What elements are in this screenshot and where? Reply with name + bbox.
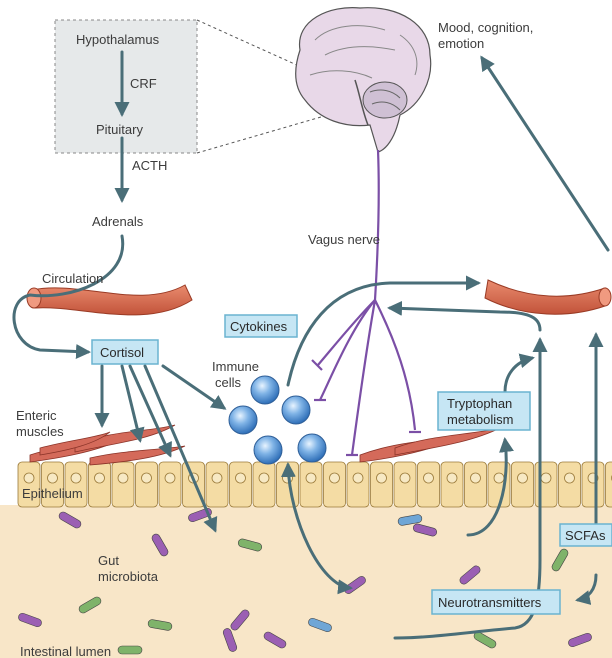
enteric-muscles-label-line1: Enteric <box>16 408 57 423</box>
epithelial-cell <box>253 462 275 507</box>
epithelial-cell <box>512 462 534 507</box>
acth-label: ACTH <box>132 158 167 173</box>
cell-nucleus <box>142 473 152 483</box>
cell-nucleus <box>118 473 128 483</box>
tryptophan-label-line2: metabolism <box>447 412 513 427</box>
cell-nucleus <box>518 473 528 483</box>
scfas-label: SCFAs <box>565 528 606 543</box>
cell-nucleus <box>400 473 410 483</box>
epithelial-cell <box>559 462 581 507</box>
epithelial-cell <box>347 462 369 507</box>
cell-nucleus <box>471 473 481 483</box>
blood-vessel-right <box>485 280 611 314</box>
epithelial-cell <box>535 462 557 507</box>
epithelium-label: Epithelium <box>22 486 83 501</box>
cell-nucleus <box>377 473 387 483</box>
vagus-nerve-label: Vagus nerve <box>308 232 380 247</box>
intestinal-lumen-region <box>0 505 612 658</box>
cell-nucleus <box>212 473 222 483</box>
cell-nucleus <box>165 473 175 483</box>
epithelial-cell <box>371 462 393 507</box>
epithelium-layer <box>18 462 612 507</box>
epithelial-cell <box>418 462 440 507</box>
gut-microbiota-label-line2: microbiota <box>98 569 159 584</box>
tryptophan-label-line1: Tryptophan <box>447 396 512 411</box>
cell-nucleus <box>306 473 316 483</box>
epithelial-cell <box>441 462 463 507</box>
arrow-cortisol-to-muscle-2 <box>122 366 140 440</box>
cell-nucleus <box>236 473 246 483</box>
epithelial-cell <box>465 462 487 507</box>
cytokines-label: Cytokines <box>230 319 288 334</box>
microbe <box>118 646 142 654</box>
circulation-label: Circulation <box>42 271 103 286</box>
cell-nucleus <box>424 473 434 483</box>
epithelial-cell <box>230 462 252 507</box>
epithelial-cell <box>606 462 612 507</box>
arrow-neurotransmitters-to-vagus <box>390 308 540 330</box>
epithelial-cell <box>394 462 416 507</box>
epithelial-cell <box>89 462 111 507</box>
cell-nucleus <box>95 473 105 483</box>
cell-nucleus <box>259 473 269 483</box>
cell-nucleus <box>494 473 504 483</box>
mood-label-line1: Mood, cognition, <box>438 20 533 35</box>
adrenals-label: Adrenals <box>92 214 144 229</box>
crf-label: CRF <box>130 76 157 91</box>
cortisol-label: Cortisol <box>100 345 144 360</box>
immune-cells-label-line1: Immune <box>212 359 259 374</box>
intestinal-lumen-label: Intestinal lumen <box>20 644 111 658</box>
cell-nucleus <box>71 473 81 483</box>
neurotransmitters-label: Neurotransmitters <box>438 595 542 610</box>
enteric-muscles-label-line2: muscles <box>16 424 64 439</box>
epithelial-cell <box>159 462 181 507</box>
arrow-cytokines-to-vessel <box>288 283 478 385</box>
epithelial-cell <box>300 462 322 507</box>
blood-vessel-left <box>27 285 192 315</box>
arrow-vessel-to-brain <box>482 58 608 250</box>
epithelial-cell <box>112 462 134 507</box>
mood-label-line2: emotion <box>438 36 484 51</box>
cell-nucleus <box>541 473 551 483</box>
cell-nucleus <box>565 473 575 483</box>
immune-cells-label-line2: cells <box>215 375 242 390</box>
cell-nucleus <box>330 473 340 483</box>
cell-nucleus <box>48 473 58 483</box>
hypothalamus-label: Hypothalamus <box>76 32 160 47</box>
pituitary-label: Pituitary <box>96 122 143 137</box>
gut-microbiota-label-line1: Gut <box>98 553 119 568</box>
brain-icon <box>296 8 431 152</box>
epithelial-cell <box>206 462 228 507</box>
epithelial-cell <box>324 462 346 507</box>
arrow-tryptophan-to-vessel <box>505 358 532 392</box>
cell-nucleus <box>24 473 34 483</box>
epithelial-cell <box>136 462 158 507</box>
enteric-muscles-right <box>360 428 500 462</box>
cell-nucleus <box>447 473 457 483</box>
immune-cells <box>229 376 326 464</box>
epithelial-cell <box>582 462 604 507</box>
cell-nucleus <box>353 473 363 483</box>
